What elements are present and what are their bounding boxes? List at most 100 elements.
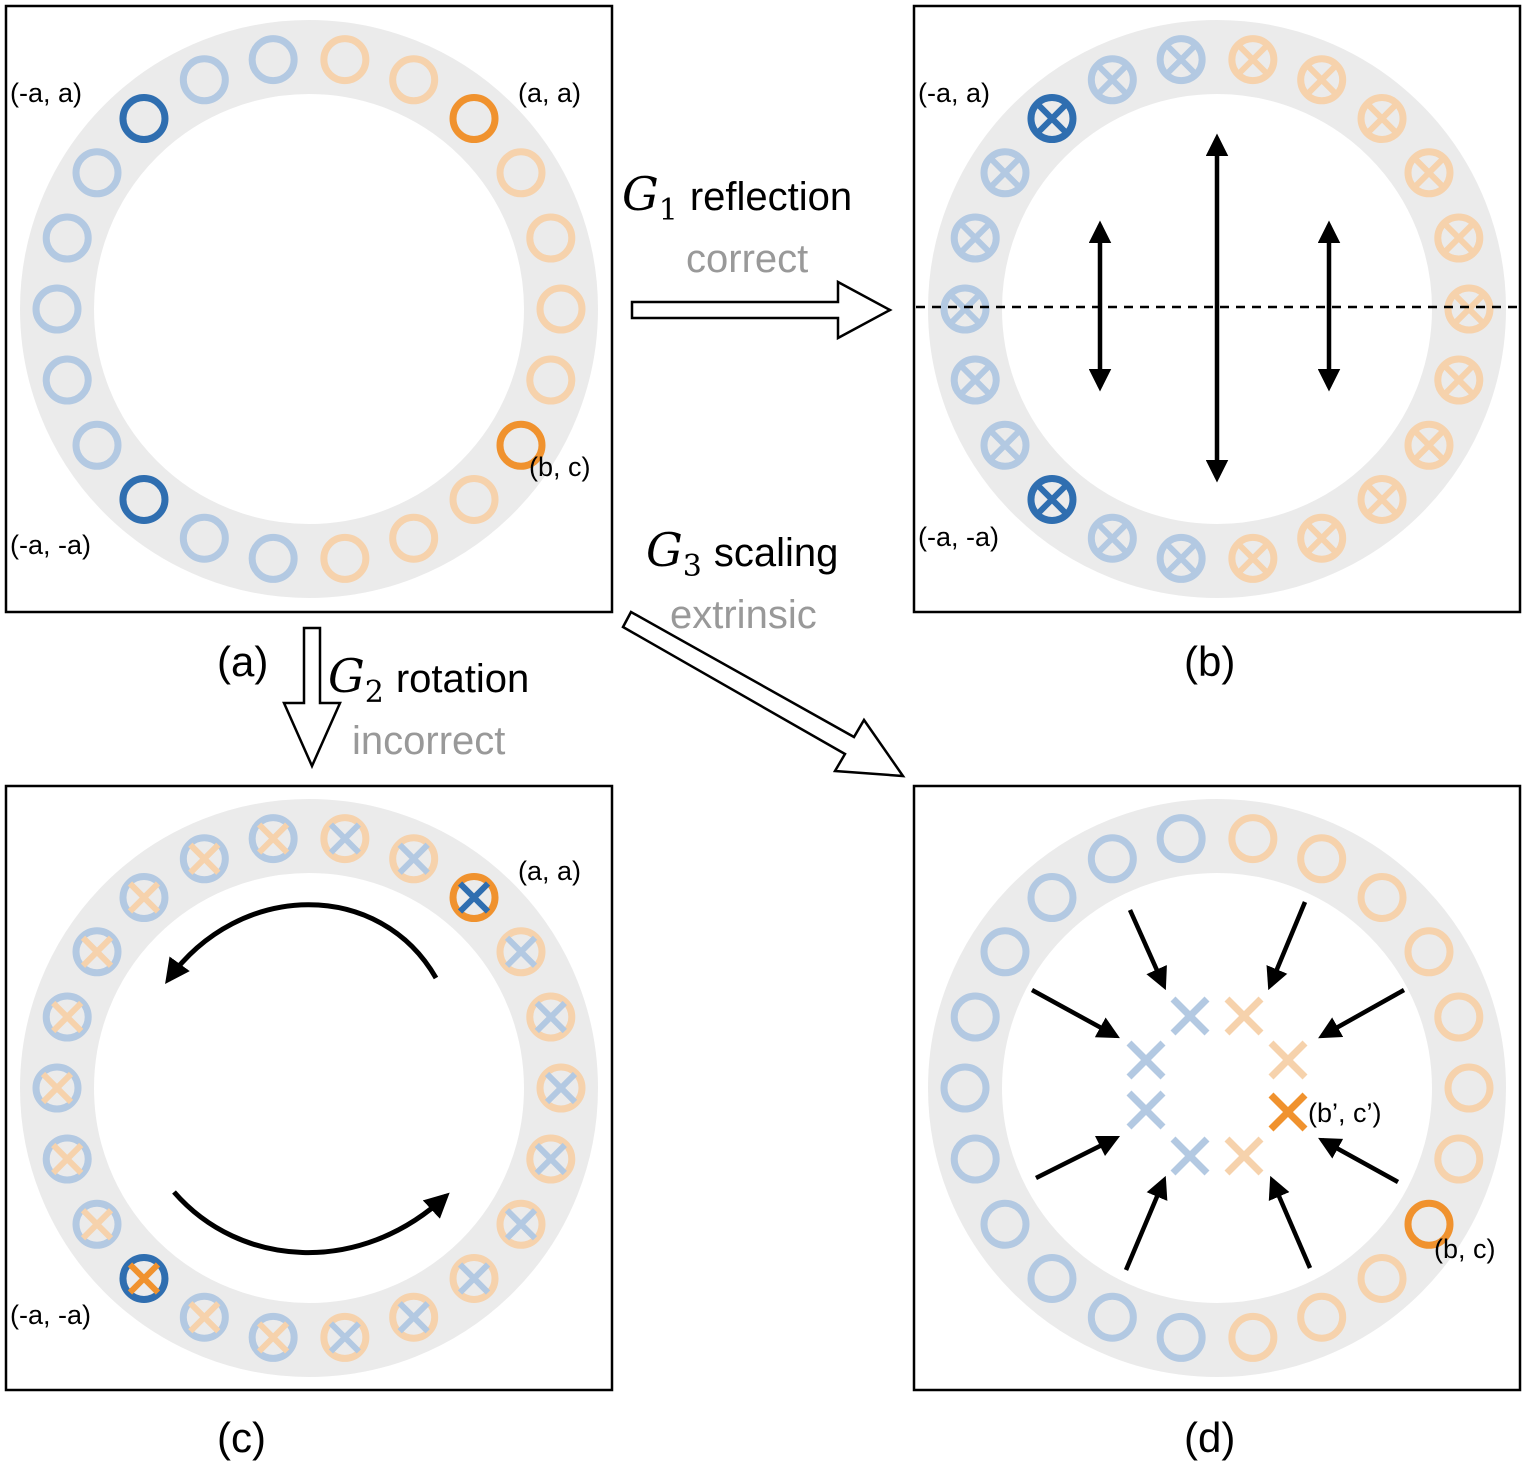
ring-point <box>389 834 439 884</box>
scaling-arrow <box>1268 1175 1313 1269</box>
ring-point <box>32 284 82 334</box>
reflected-point <box>1366 484 1398 515</box>
rotated-point <box>328 822 361 855</box>
ring-point <box>1228 35 1278 85</box>
ring-point <box>950 1134 1000 1184</box>
ring-point <box>1297 1292 1347 1342</box>
scaled-point <box>1170 1136 1210 1176</box>
scaled-point <box>1126 1040 1166 1080</box>
g1-verdict: correct <box>686 237 808 281</box>
highlighted-point <box>1404 1199 1454 1249</box>
label-neg-a-a: (-a, a) <box>10 78 82 108</box>
reflected-point <box>1237 44 1268 75</box>
label-a-a: (a, a) <box>518 78 581 108</box>
ring-point <box>1156 814 1206 864</box>
reflected-point <box>1306 64 1337 95</box>
rotated-point <box>80 1208 114 1241</box>
scaling-arrow <box>1127 909 1167 991</box>
scaled-point <box>1268 1040 1308 1080</box>
rotated-point <box>188 842 221 875</box>
ring-point <box>449 474 499 524</box>
reflected-point <box>1443 364 1474 396</box>
ring-point <box>42 213 92 263</box>
rotated-point <box>328 1321 361 1354</box>
ring-point <box>496 1199 546 1249</box>
rotated-point <box>127 881 161 914</box>
scaled-point <box>1170 996 1210 1036</box>
ring-point <box>1357 873 1407 923</box>
ring-point <box>1156 533 1206 583</box>
ring-point <box>32 1063 82 1113</box>
ring-point <box>1357 474 1407 524</box>
rotated-point <box>457 881 491 914</box>
ring-point <box>940 284 990 334</box>
ring-point <box>1156 1312 1206 1362</box>
panel-d: (b, c) (b’, c’) <box>912 784 1522 1392</box>
rotated-point <box>397 842 430 875</box>
scaling-arrow <box>1123 1175 1168 1271</box>
ring-point <box>1228 814 1278 864</box>
rotated-point <box>127 1262 161 1295</box>
scaling-arrow <box>1034 1135 1121 1181</box>
label-b-c: (b, c) <box>1434 1234 1496 1264</box>
ring-point <box>950 213 1000 263</box>
ring-point <box>320 533 370 583</box>
ring-point <box>42 1134 92 1184</box>
ring-point <box>980 148 1030 198</box>
ring-point <box>72 1199 122 1249</box>
rotated-point <box>40 1071 74 1105</box>
ring-point <box>526 1134 576 1184</box>
highlighted-point <box>119 94 169 144</box>
reflected-point <box>949 293 981 325</box>
g3-verdict: extrinsic <box>670 593 817 637</box>
ring-point <box>119 1253 169 1303</box>
ring-point <box>248 814 298 864</box>
ring-point <box>1297 834 1347 884</box>
reflected-point <box>1237 543 1268 574</box>
panel-b-markers <box>940 35 1494 583</box>
ring-point <box>980 1199 1030 1249</box>
panel-a-ring <box>20 20 598 598</box>
caption-c: (c) <box>217 1414 266 1461</box>
ring-point <box>389 55 439 105</box>
panel-c: (a, a) (-a, -a) <box>4 784 614 1392</box>
ring-point <box>449 873 499 923</box>
ring-point <box>248 1312 298 1362</box>
panel-d-markers <box>940 814 1494 1362</box>
reflected-point <box>1166 543 1197 574</box>
caption-b: (b) <box>1184 638 1235 685</box>
label-neg-a-neg-a: (-a, -a) <box>918 522 999 552</box>
scaled-point <box>1224 1136 1264 1176</box>
ring-point <box>1027 1253 1077 1303</box>
rotated-point <box>257 822 290 855</box>
rotated-point <box>544 1071 578 1105</box>
ring-point <box>950 992 1000 1042</box>
panel-a-markers <box>32 35 586 583</box>
ring-point <box>1404 927 1454 977</box>
ring-point <box>536 1063 586 1113</box>
ring-point <box>1027 474 1077 524</box>
ring-point <box>1434 992 1484 1042</box>
ring-point <box>1228 1312 1278 1362</box>
rotated-point <box>188 1301 221 1334</box>
ring-point <box>1357 1253 1407 1303</box>
rotated-point <box>457 1262 491 1295</box>
reflected-point <box>1443 222 1474 254</box>
ring-point <box>248 35 298 85</box>
ring-point <box>1404 148 1454 198</box>
ring-point <box>1087 513 1137 563</box>
ring-point <box>1087 55 1137 105</box>
ring-point <box>950 355 1000 405</box>
ring-point <box>980 927 1030 977</box>
highlighted-point <box>119 474 169 524</box>
panel-b: (-a, a) (-a, -a) <box>912 4 1522 614</box>
scaling-arrow <box>1266 901 1308 991</box>
ring-point <box>1434 1134 1484 1184</box>
ring-point <box>389 1292 439 1342</box>
